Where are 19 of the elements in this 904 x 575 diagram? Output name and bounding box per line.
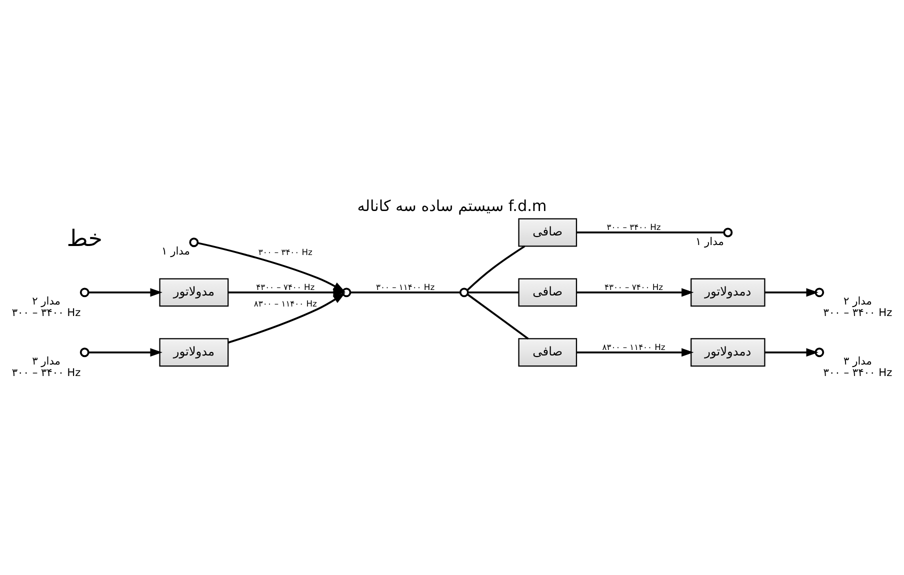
node-label: مدار ۳ [32, 354, 60, 368]
edge-label: ۸۳۰۰ – ۱۱۴۰۰ Hz [254, 298, 317, 309]
node-label: مدار ۲ [32, 294, 60, 308]
node-label: ۳۰۰ – ۳۴۰۰ Hz [12, 366, 81, 380]
node-label: ۳۰۰ – ۳۴۰۰ Hz [823, 366, 892, 380]
edge-label: ۴۳۰۰ – ۷۴۰۰ Hz [604, 282, 664, 292]
edge-label: ۴۳۰۰ – ۷۴۰۰ Hz [256, 282, 315, 292]
node-label: ۳۰۰ – ۳۴۰۰ Hz [823, 306, 892, 320]
edge-label: ۳۰۰ – ۳۴۰۰ Hz [606, 222, 661, 232]
node-label: مدار ۱ [695, 234, 724, 248]
node-label: مدار ۱ [162, 244, 190, 258]
edge-label: ۳۰۰ – ۳۴۰۰ Hz [258, 247, 312, 258]
node-label: ۳۰۰ – ۳۴۰۰ Hz [12, 306, 81, 320]
diagram-title: سیستم ساده سه کاناله f.d.m [357, 197, 547, 216]
node-label: مدار ۳ [844, 354, 872, 368]
label: خط [66, 226, 102, 252]
node-label: مدار ۲ [844, 294, 872, 308]
edge-label: ۸۳۰۰ – ۱۱۴۰۰ Hz [602, 342, 666, 352]
edge-label: ۳۰۰ – ۱۱۴۰۰ Hz [376, 282, 435, 292]
